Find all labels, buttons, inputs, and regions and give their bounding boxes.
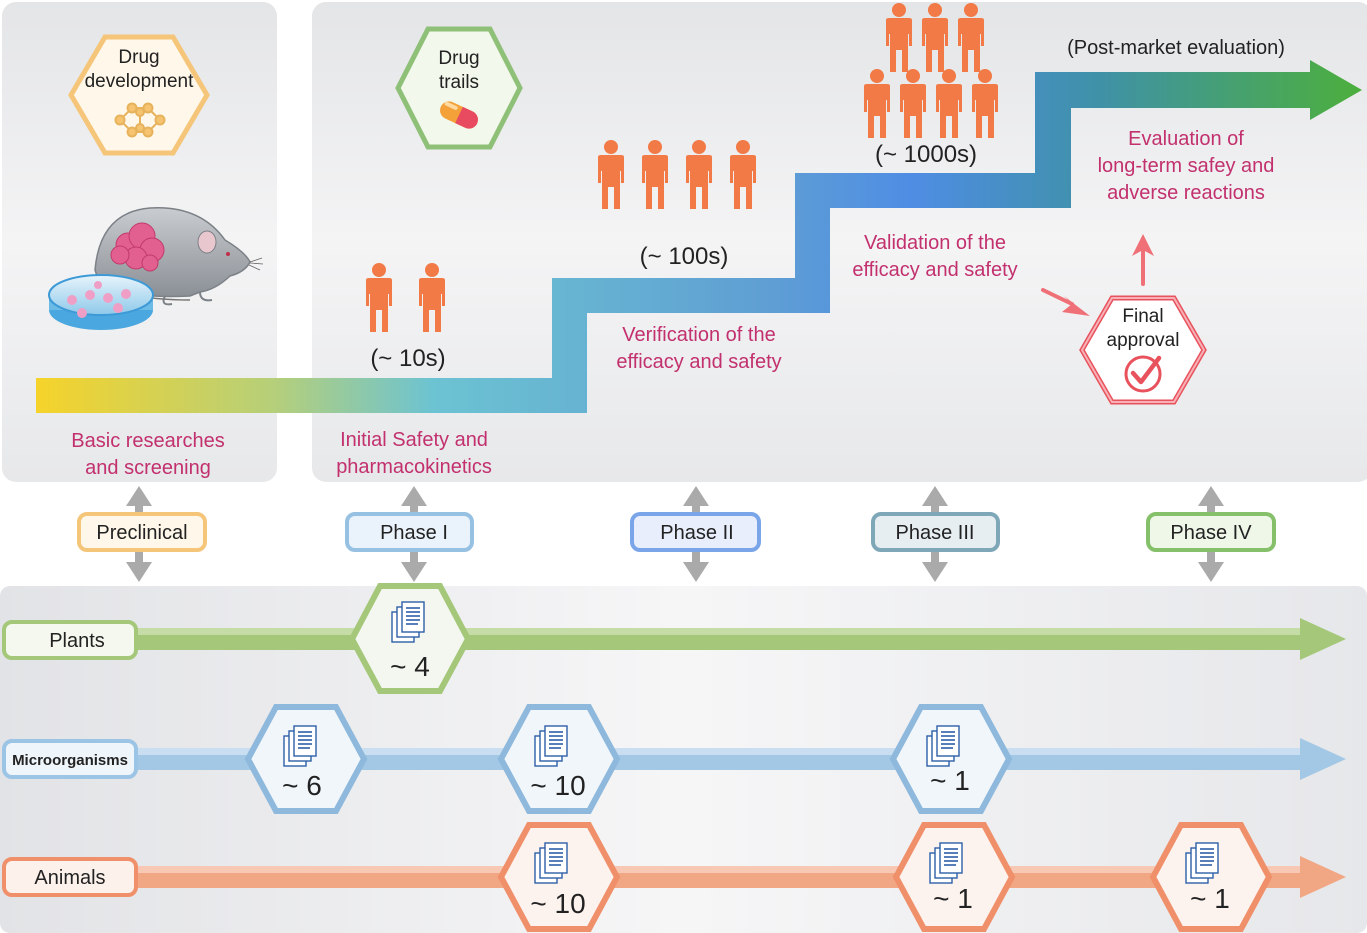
phase4-desc-2: long-term safey and bbox=[1098, 155, 1275, 177]
phase-label: Preclinical bbox=[96, 522, 187, 544]
preclinical-desc-2: and screening bbox=[85, 457, 211, 479]
drug-development-label-2: development bbox=[85, 71, 195, 92]
tumor-icon bbox=[110, 222, 165, 272]
phase-label: Phase I bbox=[380, 522, 448, 544]
count-hexagon-animals-phase2: ~ 10 bbox=[497, 822, 621, 932]
checkmark-icon bbox=[1124, 355, 1162, 393]
documents-icon bbox=[1185, 842, 1219, 884]
microorganisms-track: Microorganisms bbox=[2, 738, 1346, 780]
drug-trails-label-2: trails bbox=[439, 72, 479, 93]
source-label: Microorganisms bbox=[12, 752, 128, 769]
documents-icon bbox=[534, 725, 568, 767]
mouse-illustration bbox=[94, 207, 264, 306]
participants-phase1: (~ 10s) bbox=[370, 345, 445, 372]
phase2-desc-1: Verification of the bbox=[622, 324, 775, 346]
double-arrow-icon bbox=[401, 486, 427, 582]
phase-label: Phase III bbox=[896, 522, 975, 544]
count-label: ~ 6 bbox=[282, 770, 322, 801]
phase-connectors bbox=[126, 486, 1224, 582]
final-approval-label-2: approval bbox=[1107, 330, 1180, 351]
phase-box-phase-3: Phase III bbox=[871, 512, 1000, 552]
count-label: ~ 4 bbox=[390, 651, 430, 682]
count-hexagon-micro-phase3: ~ 1 bbox=[889, 704, 1013, 814]
count-hexagon-micro-preclinical: ~ 6 bbox=[244, 704, 368, 814]
pill-icon bbox=[440, 101, 478, 129]
phase-label: Phase IV bbox=[1170, 522, 1252, 544]
drug-development-hexagon: Drug development bbox=[68, 34, 210, 156]
phase4-desc-1: Evaluation of bbox=[1128, 128, 1244, 150]
phase2-desc-2: efficacy and safety bbox=[616, 351, 781, 373]
documents-icon bbox=[391, 601, 425, 643]
drug-trails-label-1: Drug bbox=[438, 48, 479, 69]
approval-arrow-in-icon bbox=[1041, 288, 1090, 316]
phase4-desc-3: adverse reactions bbox=[1107, 182, 1265, 204]
count-hexagon-micro-phase2: ~ 10 bbox=[497, 704, 621, 814]
approval-arrow-up-icon bbox=[1132, 234, 1154, 286]
participants-phase2: (~ 100s) bbox=[640, 243, 729, 270]
phase-box-phase-4: Phase IV bbox=[1146, 512, 1276, 552]
count-hexagon-plants-phase1: ~ 4 bbox=[348, 583, 472, 694]
phase1-desc-1: Initial Safety and bbox=[340, 429, 488, 451]
documents-icon bbox=[926, 725, 960, 767]
count-hexagon-animals-phase4: ~ 1 bbox=[1149, 822, 1273, 932]
count-label: ~ 1 bbox=[933, 883, 973, 914]
pipeline-staircase bbox=[36, 60, 1362, 413]
drug-trails-hexagon: Drug trails bbox=[395, 26, 523, 150]
documents-icon bbox=[929, 842, 963, 884]
phase-box-phase-1: Phase I bbox=[345, 512, 474, 552]
participants-phase3: (~ 1000s) bbox=[875, 141, 977, 168]
count-label: ~ 1 bbox=[1190, 883, 1230, 914]
source-label: Animals bbox=[34, 867, 105, 889]
phase3-desc-2: efficacy and safety bbox=[852, 259, 1017, 281]
double-arrow-icon bbox=[1198, 486, 1224, 582]
phase-label: Phase II bbox=[660, 522, 733, 544]
double-arrow-icon bbox=[126, 486, 152, 582]
double-arrow-icon bbox=[683, 486, 709, 582]
post-market-label: (Post-market evaluation) bbox=[1067, 37, 1285, 59]
count-hexagon-animals-phase3: ~ 1 bbox=[892, 822, 1016, 932]
phase1-desc-2: pharmacokinetics bbox=[336, 456, 492, 478]
final-approval-hexagon: Final approval bbox=[1079, 295, 1207, 405]
count-label: ~ 10 bbox=[530, 888, 585, 919]
count-label: ~ 1 bbox=[930, 765, 970, 796]
molecule-icon bbox=[114, 102, 166, 138]
phase3-desc-1: Validation of the bbox=[864, 232, 1006, 254]
documents-icon bbox=[534, 842, 568, 884]
final-approval-label-1: Final bbox=[1122, 306, 1163, 327]
petri-dish-illustration bbox=[48, 274, 154, 330]
documents-icon bbox=[283, 725, 317, 767]
phase-box-phase-2: Phase II bbox=[630, 512, 761, 552]
preclinical-desc-1: Basic researches bbox=[71, 430, 224, 452]
count-label: ~ 10 bbox=[530, 770, 585, 801]
drug-development-label-1: Drug bbox=[118, 47, 159, 68]
double-arrow-icon bbox=[922, 486, 948, 582]
source-label: Plants bbox=[49, 630, 105, 652]
phase-box-preclinical: Preclinical bbox=[77, 512, 207, 552]
